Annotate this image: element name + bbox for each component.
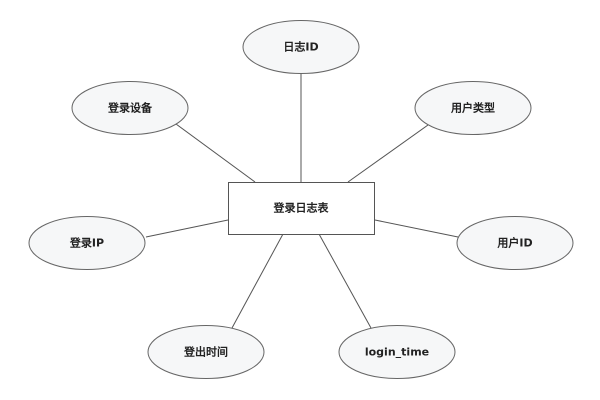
attribute-label: 登出时间 [183, 345, 228, 359]
attribute-login-time[interactable]: login_time [338, 325, 456, 379]
attribute-label: 用户ID [497, 236, 532, 250]
attribute-login-device[interactable]: 登录设备 [71, 81, 189, 135]
attribute-label: 登录设备 [107, 101, 153, 115]
edge-user-type [347, 124, 429, 183]
connector-lines [145, 74, 459, 329]
edge-login-device [175, 123, 256, 183]
attribute-user-type[interactable]: 用户类型 [414, 81, 532, 135]
attribute-logout-time[interactable]: 登出时间 [147, 325, 265, 379]
entity-login-log-table[interactable]: 登录日志表 [228, 182, 375, 235]
attribute-label: login_time [365, 346, 429, 359]
attribute-user-id[interactable]: 用户ID [456, 216, 574, 270]
attribute-login-ip[interactable]: 登录IP [28, 216, 146, 270]
attribute-label: 用户类型 [451, 101, 495, 115]
edge-login-ip [145, 219, 229, 238]
attribute-label: 日志ID [283, 40, 318, 54]
entity-label: 登录日志表 [273, 201, 330, 215]
attribute-log-id[interactable]: 日志ID [242, 20, 360, 74]
edge-login-time [318, 233, 372, 329]
edge-user-id [374, 219, 459, 238]
attribute-label: 登录IP [69, 236, 104, 250]
edge-logout-time [231, 233, 284, 329]
